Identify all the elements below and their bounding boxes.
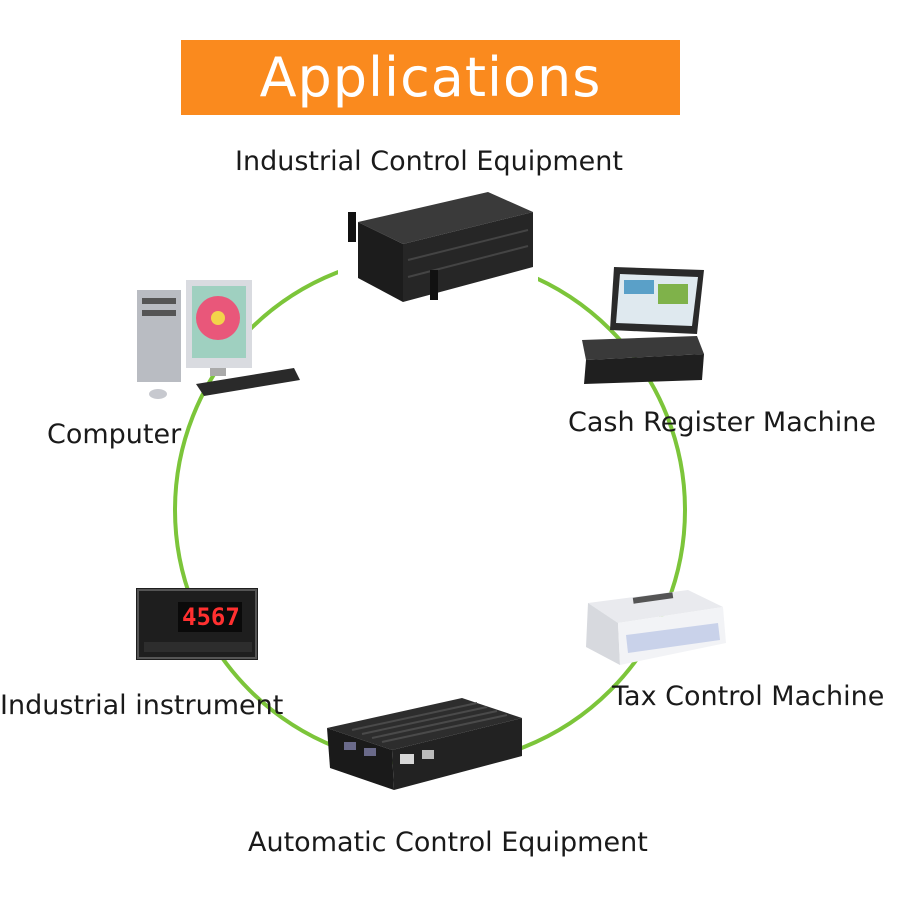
label-cash-register-machine: Cash Register Machine bbox=[568, 407, 876, 438]
meter-reading: 4567 bbox=[182, 603, 240, 631]
title-banner: Applications bbox=[181, 40, 680, 115]
fanless-box-pc-icon bbox=[327, 698, 522, 790]
desktop-computer-icon bbox=[137, 280, 300, 399]
rack-server-icon bbox=[338, 182, 538, 312]
page-title: Applications bbox=[259, 46, 602, 109]
label-computer: Computer bbox=[47, 419, 182, 450]
label-tax-control-machine: Tax Control Machine bbox=[612, 681, 885, 712]
label-industrial-control-equipment: Industrial Control Equipment bbox=[235, 146, 623, 177]
panel-meter-icon: 4567 bbox=[134, 586, 262, 662]
label-automatic-control-equipment: Automatic Control Equipment bbox=[248, 827, 648, 858]
rugged-laptop-icon bbox=[582, 267, 704, 384]
label-industrial-instrument: Industrial instrument bbox=[0, 690, 284, 721]
dot-matrix-printer-icon bbox=[586, 590, 726, 665]
